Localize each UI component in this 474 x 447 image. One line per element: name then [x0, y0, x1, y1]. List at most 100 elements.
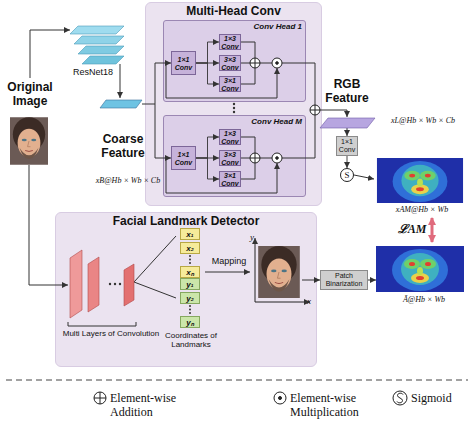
- legend-symbol: [279, 397, 282, 400]
- feature-slab: [320, 118, 375, 128]
- ellipsis-dots: [189, 262, 191, 264]
- coordinate-box: y₂: [180, 292, 200, 304]
- conv-layers: [70, 250, 134, 318]
- wires: [347, 128, 348, 136]
- wires: [241, 137, 255, 153]
- wires: [302, 280, 320, 281]
- legend-symbol: [393, 391, 407, 405]
- coordinate-box: y₁: [180, 278, 200, 290]
- node-text: 1×1 Conv: [337, 138, 357, 154]
- wires: [241, 63, 250, 64]
- landmark-image: [255, 238, 310, 302]
- wires: [29, 165, 68, 285]
- node-text: xₙ: [186, 267, 193, 277]
- wires: [155, 63, 171, 64]
- loss-arrow: [432, 218, 433, 242]
- wires: [142, 104, 155, 105]
- backbone-label: ResNet18: [68, 67, 118, 77]
- input-image: [10, 117, 48, 165]
- wires: [354, 175, 374, 179]
- node-text: Conv Head M: [251, 116, 302, 127]
- ellipsis-dots: [233, 107, 235, 109]
- node-text: 3×1 Conv: [220, 171, 240, 187]
- wires: [241, 42, 255, 58]
- multiplication-symbol: [276, 157, 279, 160]
- landmark-image: [258, 246, 300, 298]
- feature-slab: [100, 100, 142, 108]
- coordinate-box: x₁: [180, 228, 200, 240]
- image-label: Original Image: [0, 80, 60, 108]
- ellipsis-dots: [189, 305, 191, 307]
- sigmoid-circle: S: [340, 168, 354, 182]
- conv-box: 3×1 Conv: [219, 76, 241, 92]
- legend-symbol: [94, 391, 407, 405]
- addition-symbol: [250, 58, 320, 163]
- landmark-image: [255, 302, 310, 303]
- wires: [30, 30, 70, 78]
- ellipsis-dots: [189, 259, 191, 261]
- ellipsis-dots: [189, 312, 191, 314]
- addition-symbol: [250, 58, 260, 68]
- wires: [282, 115, 315, 158]
- wires: [241, 68, 255, 84]
- node-text: 3×3 Conv: [220, 150, 240, 166]
- connector-arrow: [196, 137, 219, 158]
- multiplication-symbol: [272, 58, 282, 163]
- ellipsis-dots: [233, 111, 235, 113]
- conv-box: 1×3 Conv: [219, 34, 241, 50]
- attention-heatmap: [376, 158, 464, 292]
- node-text: 1×3 Conv: [220, 34, 240, 50]
- connector-arrow: [347, 156, 348, 168]
- connector-arrow: [196, 42, 219, 63]
- wires: [134, 236, 176, 298]
- node-text: Conv Head 1: [254, 21, 302, 32]
- legend-text: Sigmoid: [411, 391, 467, 405]
- conv-box: 3×3 Conv: [219, 55, 241, 71]
- legend-symbol: [397, 393, 403, 403]
- addition-symbol: [310, 105, 320, 115]
- wires: [155, 158, 171, 159]
- conv-box: 1×3 Conv: [219, 129, 241, 145]
- ellipsis-dots: [233, 103, 235, 105]
- wires: [282, 63, 315, 105]
- input-image: [10, 117, 48, 165]
- resnet-stack: [70, 26, 124, 64]
- conv-box: 1×1 Conv: [171, 51, 196, 75]
- module-band: Multi-Head ConvConv Head 1 1×1 Conv 1×3 Co…: [145, 2, 322, 206]
- connector-arrow: [196, 158, 219, 159]
- node-text: 1×3 Conv: [220, 129, 240, 145]
- addition-symbol: [250, 153, 260, 163]
- legend-text: Element-wise Multiplication: [290, 391, 374, 419]
- legend-symbol: [274, 392, 286, 404]
- loss-label: ℒAM: [394, 222, 430, 236]
- resnet-stack: [78, 46, 124, 54]
- conv-layers: [88, 257, 99, 312]
- node-text: x₂: [186, 243, 194, 253]
- attention-heatmap: [377, 158, 463, 203]
- conv-box: 3×1 Conv: [219, 171, 241, 187]
- conv-box: 1×1 Conv: [171, 146, 196, 170]
- loss-arrow: [431, 218, 434, 242]
- connector-arrow: [196, 158, 219, 179]
- landmark-image: [255, 238, 256, 302]
- ellipsis-dots: [189, 309, 191, 311]
- module-band: Facial Landmark Detectorx₁x₂xₙy₁y₂yₙ: [55, 212, 317, 367]
- wires: [155, 63, 156, 158]
- coordinate-box: x₂: [180, 242, 200, 254]
- node-text: 1×1 Conv: [172, 150, 195, 166]
- resnet-stack: [74, 36, 124, 44]
- addition-symbol: [250, 58, 260, 68]
- multiplication-symbol: [272, 153, 282, 163]
- wires: [205, 272, 250, 273]
- node-text: yₙ: [186, 317, 193, 327]
- node-text: Multi-Head Conv: [186, 3, 281, 19]
- legend-symbol: [94, 392, 106, 404]
- coordinate-box: xₙ: [180, 266, 200, 278]
- resnet-stack: [70, 26, 124, 34]
- node-text: Patch Binarization: [321, 272, 367, 288]
- node-text: y₂: [186, 293, 194, 303]
- conv-head: Conv Head 1 1×1 Conv 1×3 Conv 3×3 Conv 3×1 C…: [163, 20, 306, 102]
- ellipsis-dots: [109, 283, 111, 285]
